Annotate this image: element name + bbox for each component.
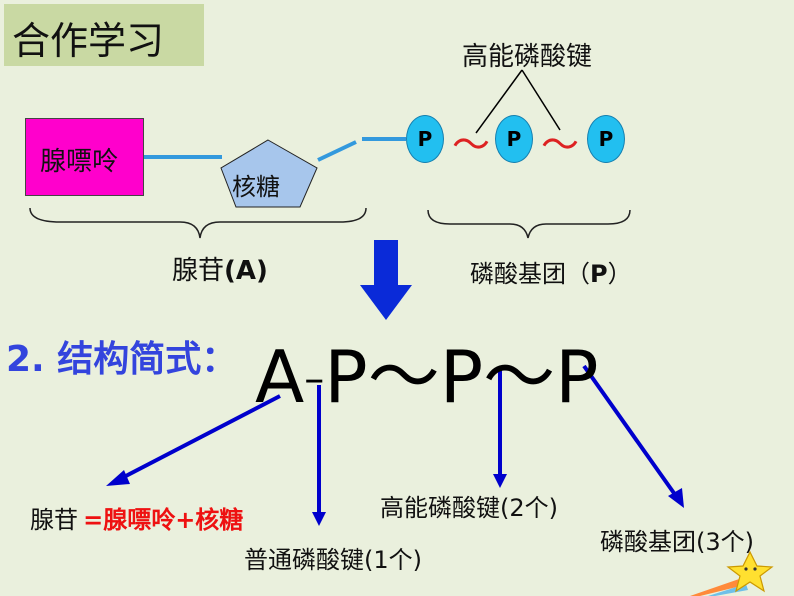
title-banner [4,4,204,66]
ribose-label: 核糖 [232,173,280,201]
arrow-adenosine-head [106,470,130,486]
high-energy-bond-annotation: 高能磷酸键(2个) [380,494,558,522]
adenosine-abbr: (A) [224,256,268,286]
formula-dash: – [304,356,325,402]
structure-label: 2. 结构简式： [6,339,238,380]
star-decoration [690,550,774,596]
formula-p1: P [324,335,368,419]
formula-p2: P [439,335,484,419]
down-arrow-shaft [374,240,398,285]
brace-phosphate [427,209,631,239]
phosphate-group-abbr: P [590,260,608,288]
adenosine-annotation: 腺苷 =腺嘌呤+核糖 [30,500,243,535]
pointer-line-1 [475,69,523,134]
adenosine-annotation-term: 腺苷 [30,506,78,534]
page-title: 合作学习 [12,19,165,63]
adenosine-text: 腺苷 [172,256,225,286]
arrow-phosphate-group-head [668,488,684,508]
formula-a: A [255,335,305,419]
formula-tilde2: ～ [483,335,556,419]
high-energy-bond-tilde-2: ～ [541,123,580,167]
normal-bond-annotation: 普通磷酸键(1个) [244,546,422,574]
arrow-adenosine [121,394,281,480]
down-arrow-head [360,285,412,320]
phosphate-2: P [495,115,533,163]
arrow-phosphate-group [582,364,678,498]
phosphate-1: P [406,115,444,163]
adenosine-brace-label: 腺苷(A) [172,250,268,287]
pointer-line-2 [521,69,561,131]
adenosine-annotation-def: =腺嘌呤+核糖 [83,506,244,534]
phosphate-group-annotation: 磷酸基团(3个) [600,528,754,556]
ribose-pentagon [220,139,318,208]
structural-formula: A–P～P～P [255,318,599,423]
phosphate-group-brace-label: 磷酸基团（P） [470,254,632,289]
high-energy-bond-tilde-1: ～ [452,123,491,167]
adenine-box [25,118,144,196]
high-energy-bond-label: 高能磷酸键 [462,42,593,72]
phosphate-3: P [587,115,625,163]
formula-tilde1: ～ [367,335,440,419]
adenine-label: 腺嘌呤 [40,147,119,177]
phosphate-group-close: ） [607,260,632,288]
phosphate-group-text: 磷酸基团（ [470,260,590,288]
bond-ribose-phosphate [317,140,357,162]
arrow-normal-bond-head [312,512,326,526]
brace-adenosine [29,207,367,239]
formula-p3: P [555,335,599,419]
arrow-high-energy-bond-head [493,474,507,488]
